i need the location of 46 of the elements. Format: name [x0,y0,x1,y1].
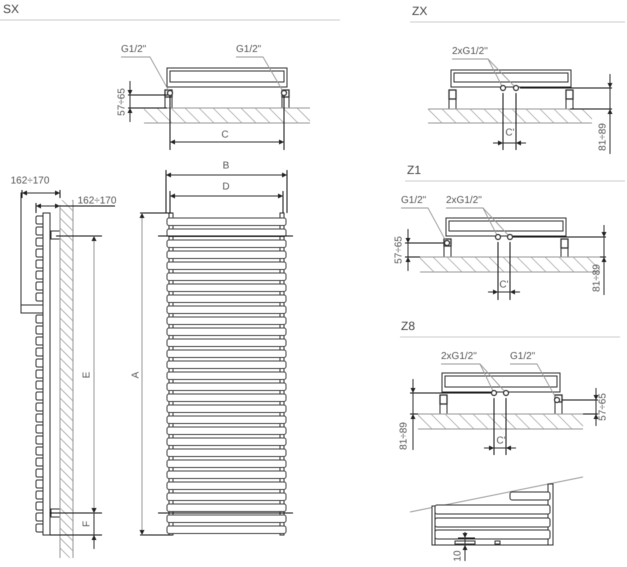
pipe-connection [494,234,502,240]
pipe-connection [502,390,510,396]
dimension-label: 162÷170 [10,176,50,186]
dimension-label: E [82,372,92,378]
leader-line [236,56,284,92]
connection-label: G1/2" [401,195,426,208]
view-title: ZX [412,5,428,18]
leader-line [446,208,509,236]
view-title: SX [3,3,20,16]
dimension-label: 81÷89 [398,422,410,450]
pipe-connection [554,396,560,404]
pipe-connection [444,240,450,246]
pipe-connection [166,90,174,96]
connection-label: 2xG1/2" [452,46,488,59]
pipe-connection [500,84,506,92]
dimension-label: C' [505,128,515,138]
pipe-connection [490,390,498,396]
connection-label: G1/2" [510,351,536,364]
view-title: Z8 [401,320,416,333]
connection-label: G1/2" [236,44,262,57]
dimension-label: 57÷65 [598,393,608,421]
leader-line [400,208,446,242]
leader-line [120,56,170,92]
pipe-connection [280,90,288,96]
leader-line [510,364,556,398]
dimension-label: 162÷170 [78,196,116,206]
connection-label: 2xG1/2" [446,195,482,208]
connection-label: G1/2" [121,44,146,57]
leader-line [452,58,515,87]
dimension-label: B [222,160,230,172]
dimension-label: 81÷89 [592,264,602,292]
leader-line [440,364,505,392]
dimension-label: A [130,372,142,378]
view-title: Z1 [407,164,422,177]
pipe-connection [512,84,520,92]
dimension-label: C [221,130,229,140]
dimension-label: C' [499,280,509,290]
connection-label: 2xG1/2" [441,351,477,364]
dimension-label: 57÷65 [116,88,128,116]
dimension-label: D [222,182,230,192]
pipe-connection [506,234,514,240]
dimension-label: 10 [452,550,464,562]
dimension-label: C' [496,436,506,446]
dimension-label: F [82,520,92,528]
dimension-label: 81÷89 [598,123,608,151]
dimension-label: 57÷65 [394,236,404,264]
